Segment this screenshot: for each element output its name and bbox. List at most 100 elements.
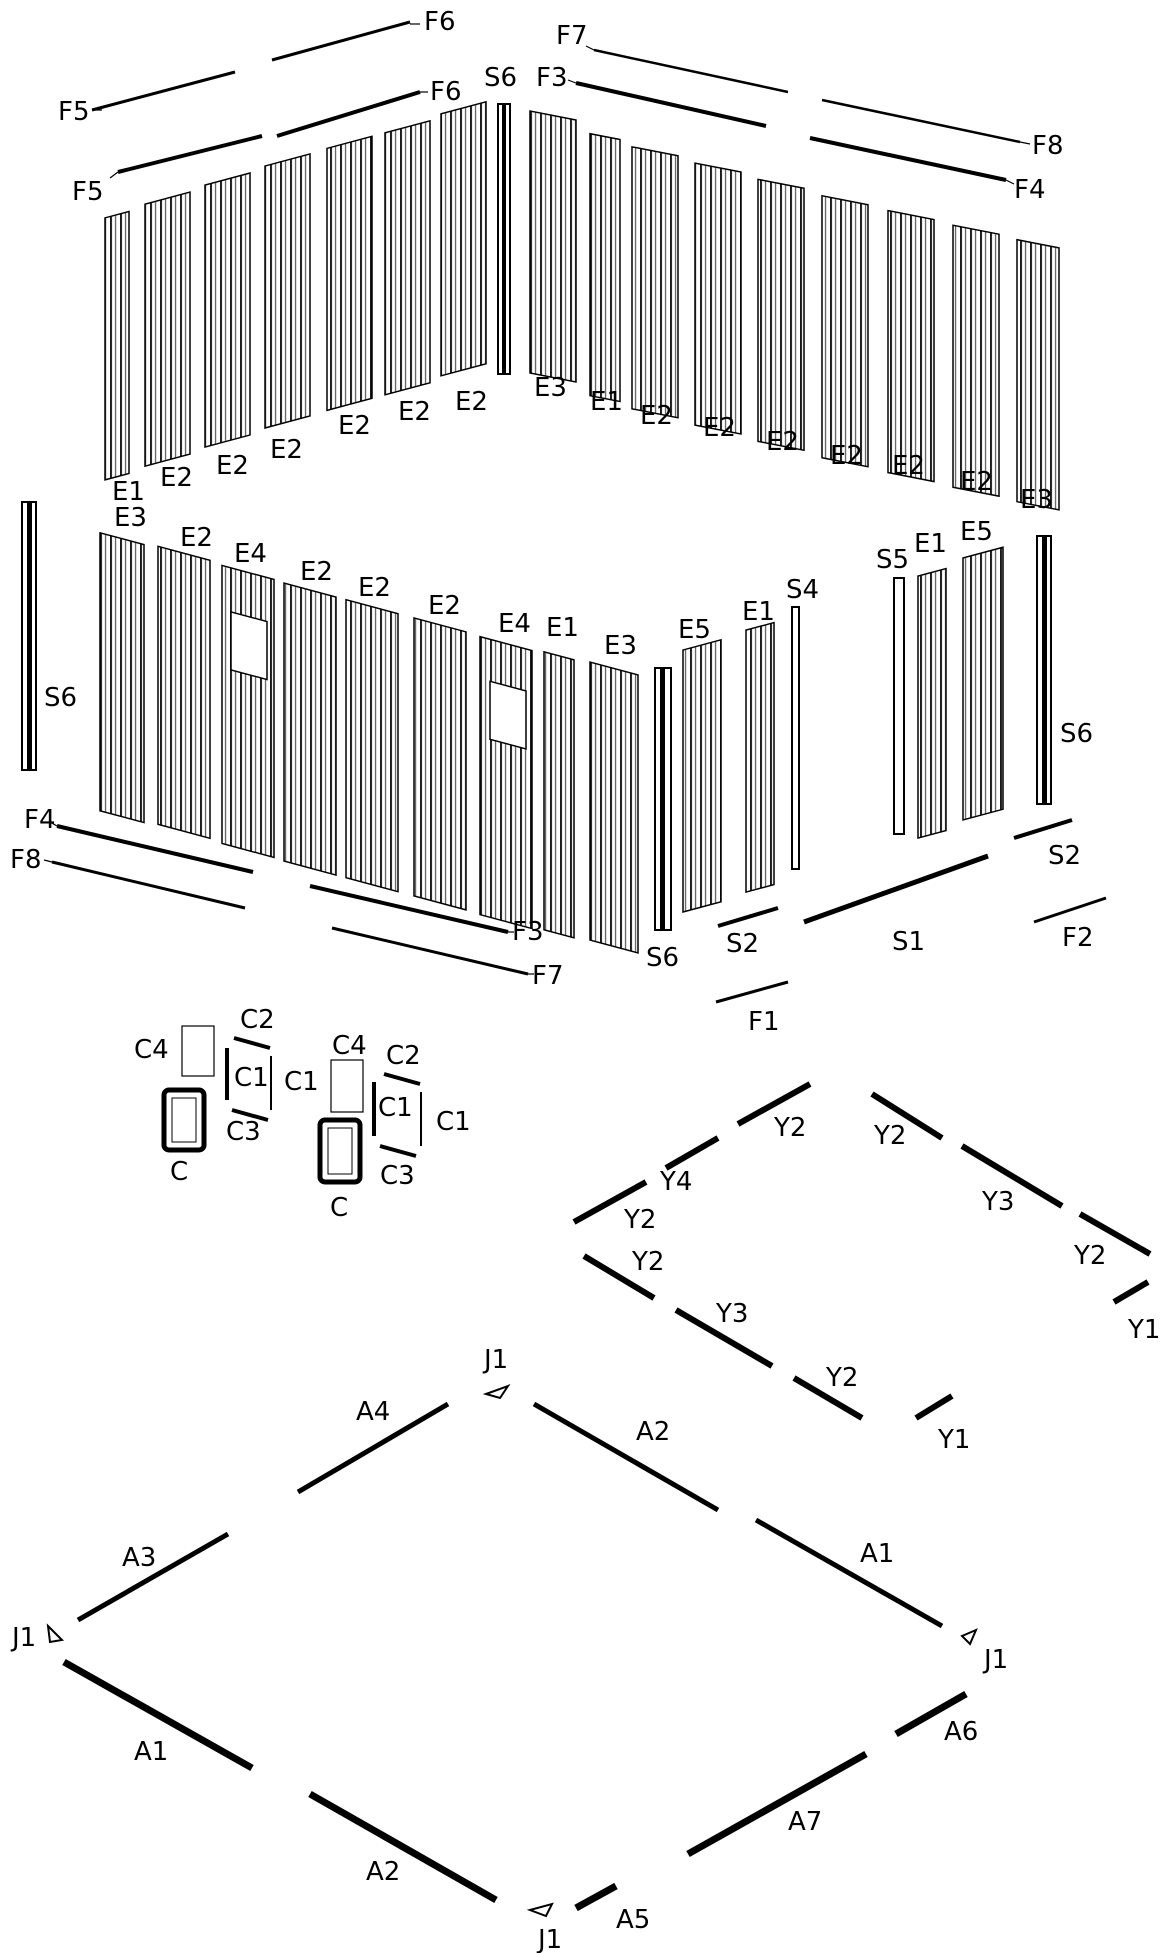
label-y: Y3 bbox=[715, 1299, 748, 1329]
label-y: Y2 bbox=[1073, 1241, 1106, 1271]
floor-beam bbox=[574, 1882, 618, 1912]
label-e-back-left: E1 bbox=[112, 477, 145, 507]
roof-beam bbox=[582, 1253, 656, 1301]
corner-bracket-j1 bbox=[526, 1902, 554, 1918]
label-c: C bbox=[330, 1193, 348, 1223]
label-c2: C2 bbox=[240, 1005, 275, 1035]
window-glass-c4 bbox=[330, 1059, 364, 1113]
wall-panel bbox=[384, 119, 431, 396]
back-right-wall bbox=[529, 110, 1060, 511]
wall-panel bbox=[631, 145, 679, 419]
window-parts-1 bbox=[161, 1025, 272, 1153]
rail-f7-top bbox=[593, 48, 789, 94]
window-glass-c4 bbox=[181, 1025, 215, 1077]
floor-beam bbox=[308, 1790, 498, 1904]
label-e-back-left: E2 bbox=[270, 435, 303, 465]
label-c1: C1 bbox=[284, 1067, 319, 1097]
label-f5-mid: F5 bbox=[72, 177, 104, 207]
corner-bracket-j1 bbox=[46, 1623, 65, 1644]
wall-panel bbox=[413, 616, 467, 911]
roof-beam bbox=[664, 1135, 720, 1171]
rail-f6-top bbox=[271, 20, 411, 62]
roof-frame bbox=[572, 1081, 1152, 1421]
label-e-front: E2 bbox=[428, 591, 461, 621]
wall-panel bbox=[962, 546, 1004, 821]
top-rails bbox=[91, 20, 1021, 182]
label-floor: J1 bbox=[536, 1925, 562, 1953]
label-s6-bottom: S6 bbox=[646, 943, 679, 973]
wall-panel bbox=[1016, 238, 1060, 511]
label-floor: J1 bbox=[982, 1645, 1008, 1675]
label-c2: C2 bbox=[386, 1041, 421, 1071]
back-left-wall bbox=[104, 100, 511, 481]
label-floor: A5 bbox=[616, 1905, 650, 1935]
wall-panel bbox=[917, 567, 947, 839]
label-e-front: E3 bbox=[604, 631, 637, 661]
label-floor: A1 bbox=[134, 1737, 168, 1767]
label-e-front: E2 bbox=[300, 557, 333, 587]
label-e-back-left: E2 bbox=[338, 411, 371, 441]
rail-f4-bottom bbox=[56, 824, 254, 874]
rail-f7-bottom bbox=[331, 926, 529, 976]
wall-panel bbox=[104, 210, 130, 481]
label-y: Y2 bbox=[623, 1205, 656, 1235]
label-floor: J1 bbox=[482, 1345, 508, 1375]
wall-panel bbox=[682, 638, 722, 913]
label-e-back-left: E2 bbox=[398, 397, 431, 427]
wall-panel bbox=[440, 100, 487, 377]
label-e-back-right: E2 bbox=[960, 467, 993, 497]
label-c4: C4 bbox=[332, 1031, 367, 1061]
label-y: Y3 bbox=[981, 1187, 1014, 1217]
label-e-back-right: E2 bbox=[766, 427, 799, 457]
wall-panel bbox=[99, 531, 145, 824]
rail-f3-bottom bbox=[309, 884, 509, 934]
floor-beam bbox=[532, 1401, 720, 1513]
roof-beam bbox=[674, 1307, 774, 1369]
label-y: Y2 bbox=[773, 1113, 806, 1143]
wall-panel bbox=[204, 172, 251, 449]
floor-frame bbox=[46, 1384, 978, 1918]
label-f5-top: F5 bbox=[58, 97, 90, 127]
label-floor: A2 bbox=[636, 1417, 670, 1447]
roof-beam bbox=[870, 1091, 944, 1141]
rail-f5-top bbox=[91, 70, 236, 112]
wall-panel bbox=[264, 152, 311, 429]
roof-beam bbox=[1078, 1211, 1152, 1257]
label-f4-bottom: F4 bbox=[24, 805, 56, 835]
wall-panel bbox=[529, 110, 577, 383]
label-s1: S1 bbox=[892, 927, 925, 957]
rail-f1 bbox=[715, 980, 789, 1004]
label-c1: C1 bbox=[436, 1107, 471, 1137]
label-e5-front: E5 bbox=[678, 615, 711, 645]
label-s2-right: S2 bbox=[1048, 841, 1081, 871]
label-c1: C1 bbox=[378, 1093, 413, 1123]
corner-bracket-j1 bbox=[482, 1384, 511, 1400]
rail-f3-top bbox=[575, 81, 767, 128]
rail-f5-mid bbox=[117, 134, 263, 174]
rail-f4-top bbox=[809, 136, 1007, 182]
floor-beam bbox=[62, 1658, 254, 1772]
front-wall bbox=[21, 501, 672, 954]
label-e-front: E1 bbox=[546, 613, 579, 643]
label-f1: F1 bbox=[748, 1007, 780, 1037]
label-f3-top: F3 bbox=[536, 63, 568, 93]
floor-beam bbox=[894, 1690, 968, 1738]
label-e-front: E3 bbox=[114, 503, 147, 533]
window-frame-c bbox=[317, 1117, 363, 1185]
label-e-back-right: E2 bbox=[703, 413, 736, 443]
label-f8-top: F8 bbox=[1032, 131, 1064, 161]
rail-s1 bbox=[803, 853, 989, 925]
part-labels: F6 F5 F6 F5 S6 F7 F3 F8 F4 E1 E2 E2 E2 E… bbox=[10, 7, 1160, 1953]
label-e-front: E2 bbox=[180, 523, 213, 553]
label-s4: S4 bbox=[786, 575, 819, 605]
label-e-back-right: E3 bbox=[534, 373, 567, 403]
label-y: Y1 bbox=[1127, 1315, 1160, 1345]
label-floor: A1 bbox=[860, 1539, 894, 1569]
label-c1: C1 bbox=[234, 1063, 269, 1093]
label-e-back-left: E2 bbox=[455, 387, 488, 417]
label-e-front: E4 bbox=[498, 609, 531, 639]
label-e-back-right: E1 bbox=[590, 387, 623, 417]
floor-beam bbox=[686, 1750, 868, 1858]
label-s6-right: S6 bbox=[1060, 719, 1093, 749]
